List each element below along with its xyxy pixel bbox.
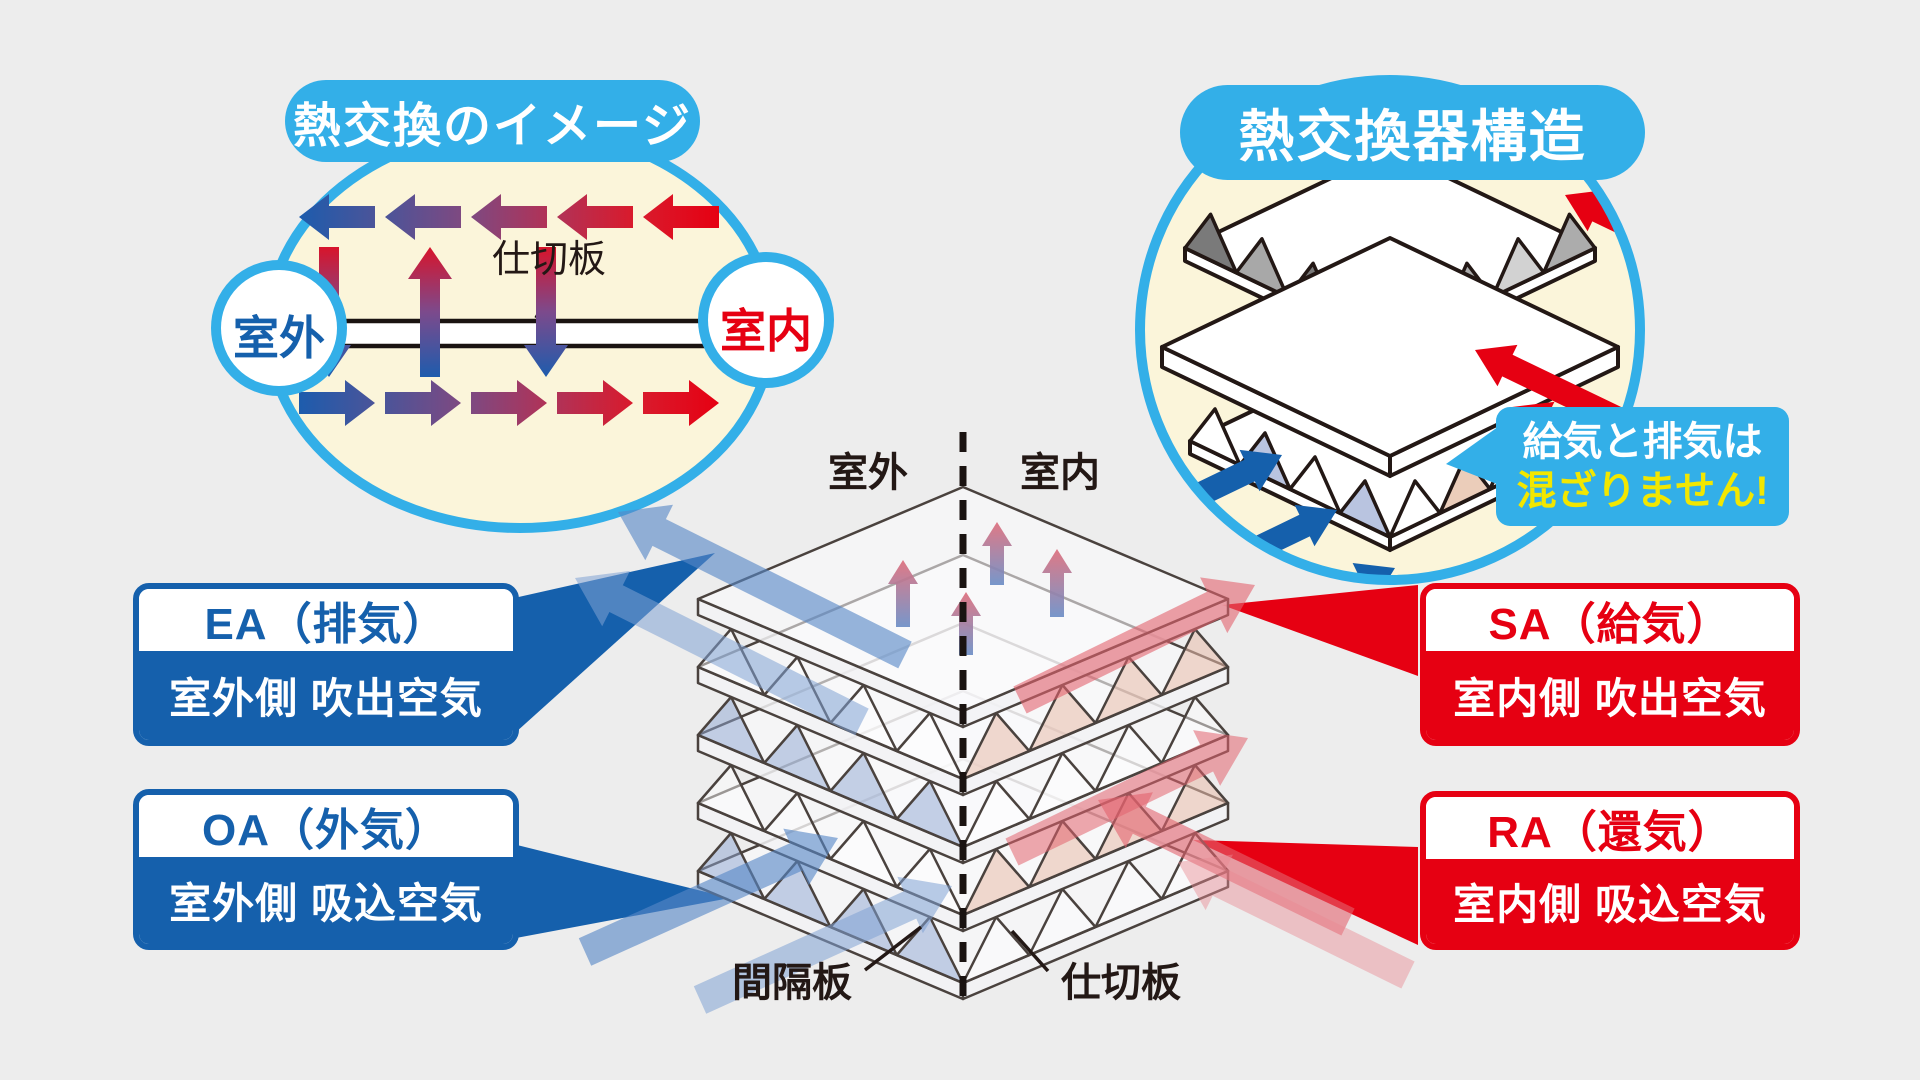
spacer-plate-label: 間隔板 (732, 961, 852, 1005)
right-panel-title: 熱交換器構造 (1180, 85, 1645, 180)
outdoor-circle (211, 260, 347, 396)
oa-label-box: OA（外気） 室外側 吸込空気 (133, 789, 519, 950)
ra-title: RA（還気） (1426, 797, 1794, 859)
outdoor-label-left: 室外 (233, 312, 325, 364)
ea-title: EA（排気） (139, 589, 513, 651)
outdoor-label-center: 室外 (828, 451, 908, 495)
partition-leader-line-center (1010, 929, 1050, 973)
ea-desc: 室外側 吹出空気 (139, 651, 513, 740)
airflow-arrows (575, 504, 1415, 1014)
indoor-circle (698, 252, 834, 388)
ra-label-box: RA（還気） 室内側 吸込空気 (1420, 791, 1800, 950)
indoor-label-center: 室内 (1020, 451, 1100, 495)
partition-plate-label-center: 仕切板 (1061, 961, 1181, 1005)
oa-title: OA（外気） (139, 795, 513, 857)
left-panel-title-text: 熱交換のイメージ (292, 100, 693, 153)
right-panel-title-text: 熱交換器構造 (1238, 105, 1587, 168)
oa-connector-wedge (505, 842, 730, 940)
no-mixing-callout: 給気と排気は 混ざりません! (1496, 407, 1789, 526)
callout-tail (1446, 424, 1502, 486)
left-panel-title: 熱交換のイメージ (285, 80, 700, 162)
sa-desc: 室内側 吹出空気 (1426, 651, 1794, 740)
callout-line2: 混ざりません! (1516, 468, 1769, 513)
partition-plate-label-left: 仕切板 (492, 239, 607, 281)
oa-desc: 室外側 吸込空気 (139, 857, 513, 944)
heat-exchange-arrows (299, 194, 719, 426)
indoor-label-left: 室内 (720, 305, 812, 357)
partition-plate-bar (270, 321, 745, 346)
heat-exchange-image-panel (211, 123, 834, 533)
callout-line1: 給気と排気は (1522, 419, 1763, 464)
sa-connector-wedge (1222, 585, 1418, 676)
ea-connector-wedge (505, 553, 715, 742)
ea-label-box: EA（排気） 室外側 吹出空気 (133, 583, 519, 746)
sa-title: SA（給気） (1426, 589, 1794, 651)
spacer-leader-line (863, 925, 923, 972)
ra-desc: 室内側 吸込空気 (1426, 859, 1794, 944)
sa-label-box: SA（給気） 室内側 吹出空気 (1420, 583, 1800, 746)
exchanger-isometric-art (1140, 148, 1640, 580)
